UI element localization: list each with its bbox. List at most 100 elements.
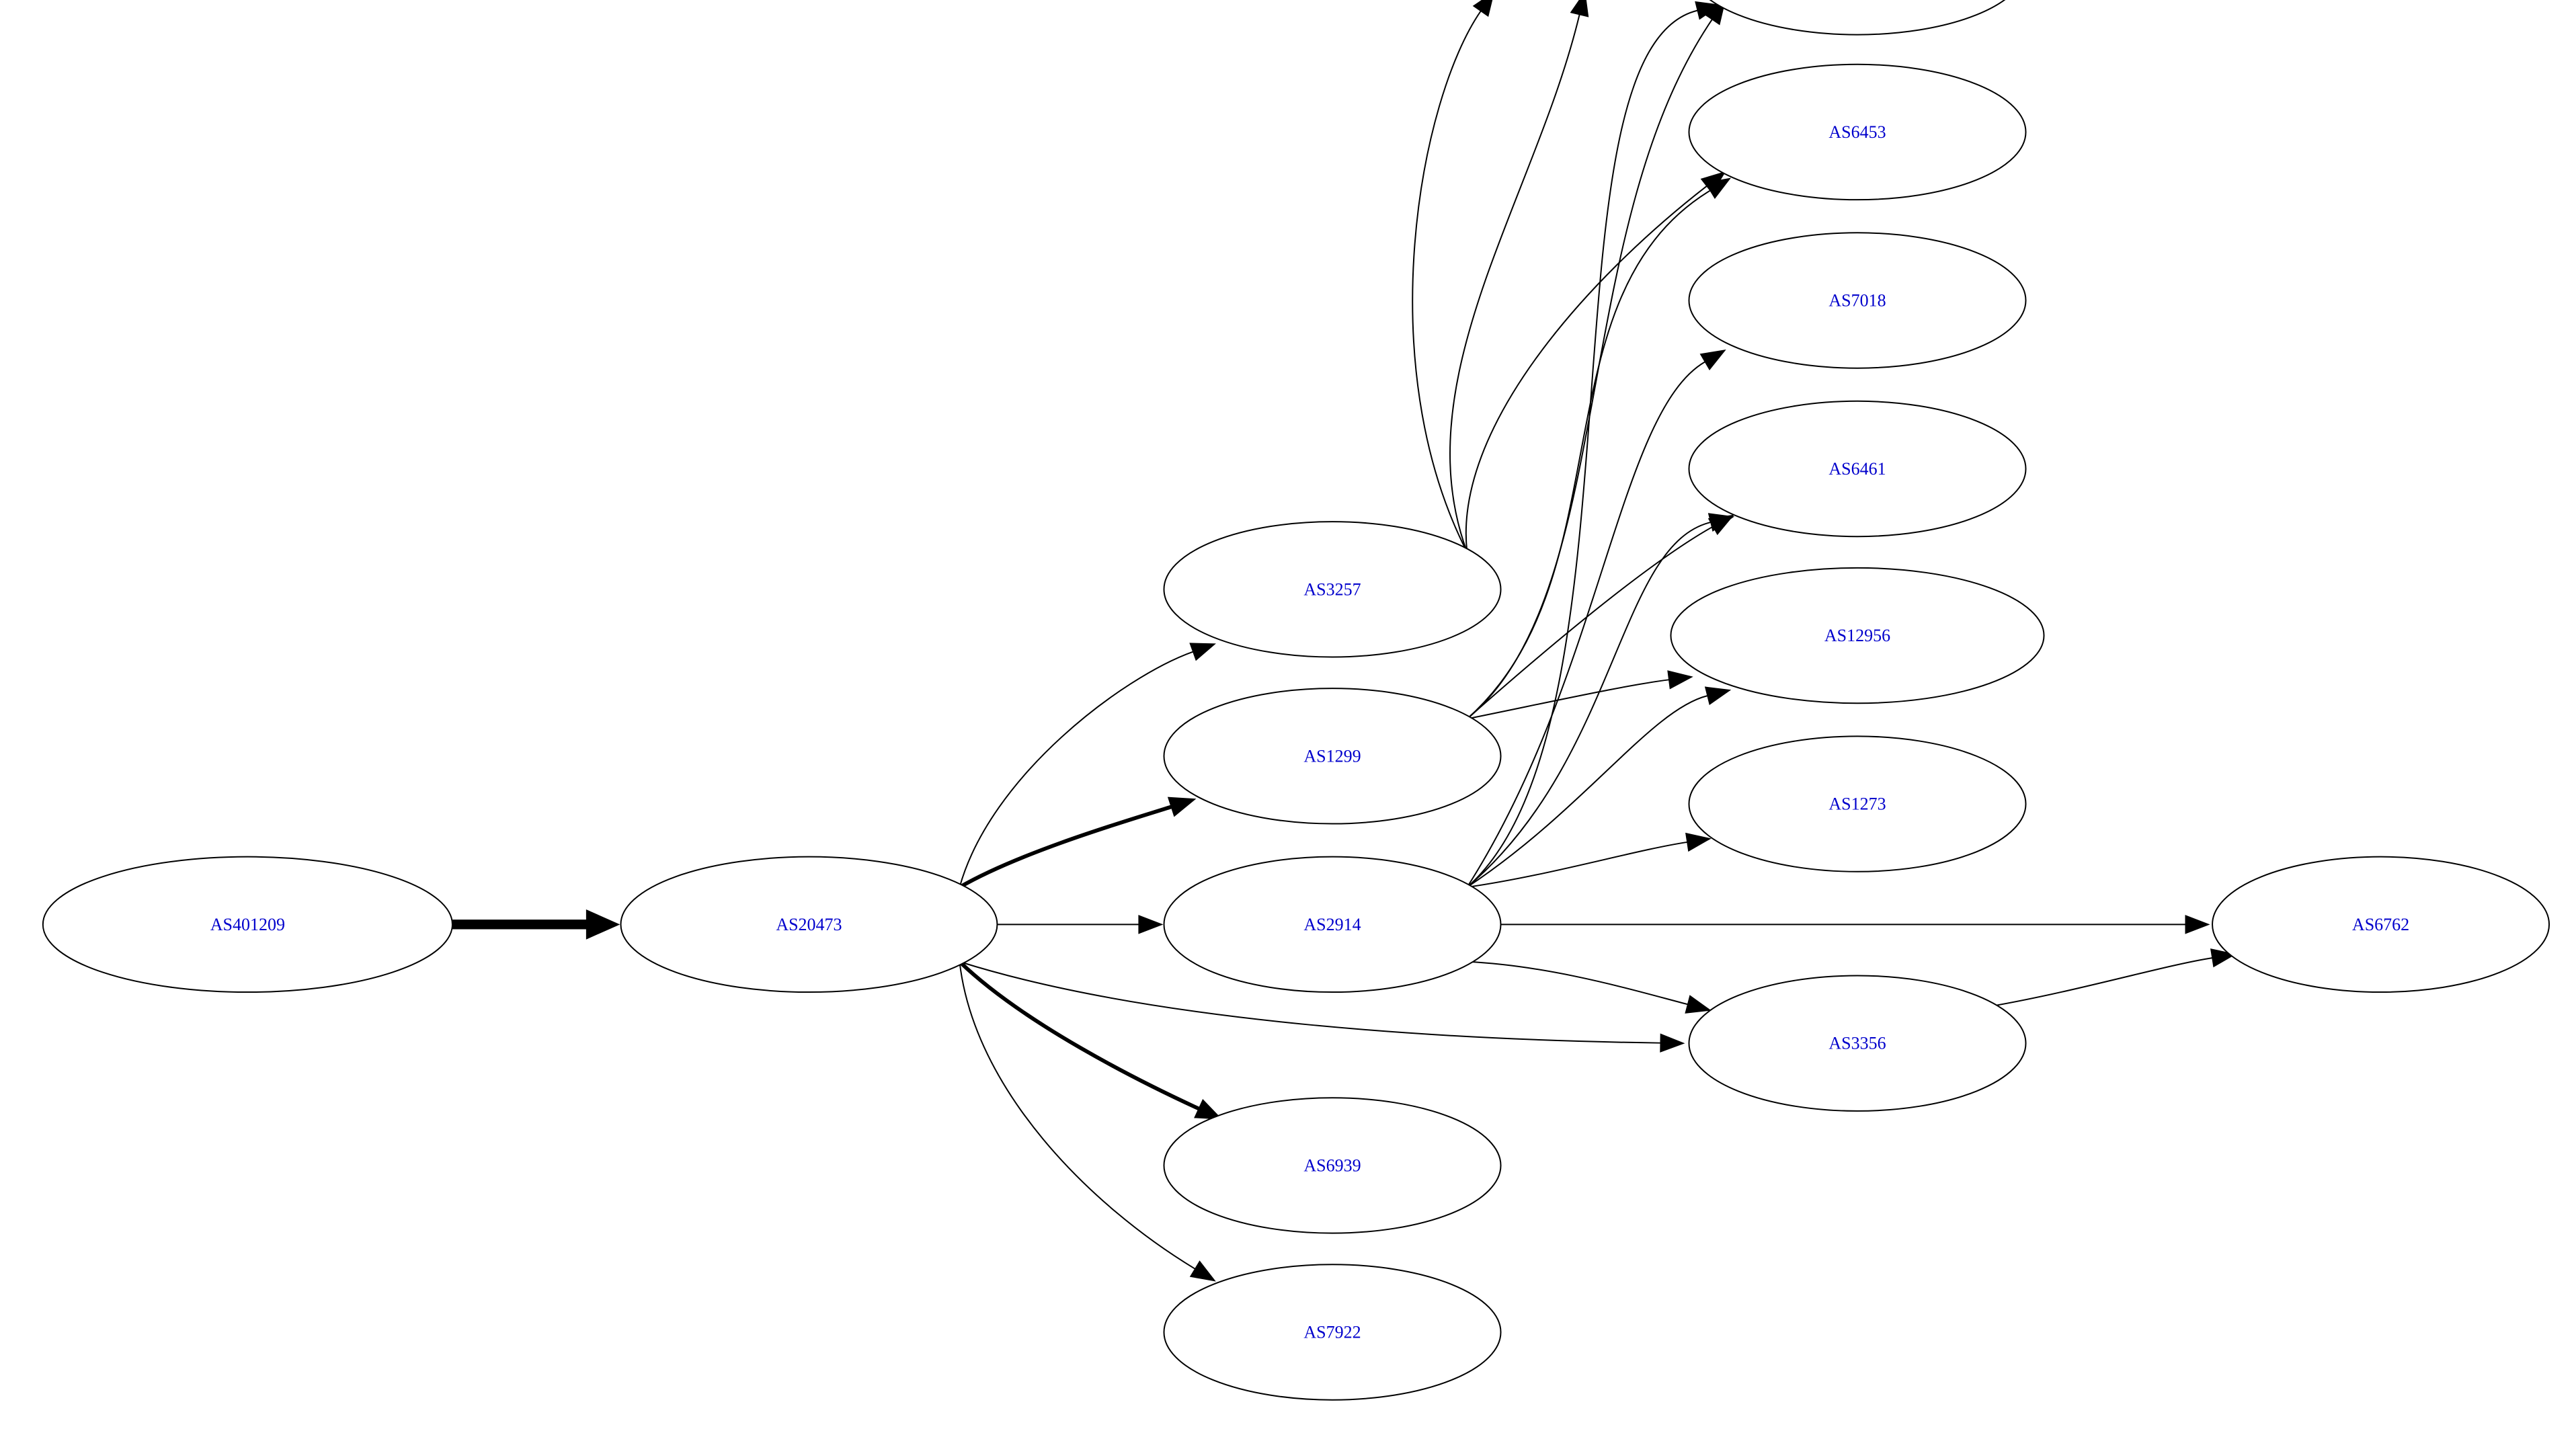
node-ellipse — [1163, 521, 1502, 658]
node-as6461[interactable]: AS6461 — [1688, 400, 2027, 538]
node-label: AS20473 — [776, 915, 842, 934]
node-as401209[interactable]: AS401209 — [42, 856, 453, 993]
arrowhead-icon — [1685, 832, 1712, 852]
arrowhead-icon — [1167, 797, 1197, 817]
arrowhead-icon — [1699, 349, 1726, 370]
edge-line — [1466, 526, 1714, 720]
node-as20473[interactable]: AS20473 — [620, 856, 998, 993]
node-as12956[interactable]: AS12956 — [1670, 567, 2045, 704]
node-as7018[interactable]: AS7018 — [1688, 232, 2027, 369]
edge-AS2914-AS6461 — [1466, 513, 1735, 888]
edge-line — [957, 959, 1201, 1111]
edge-AS3257-TOP_CUT — [1412, 0, 1493, 553]
node-as6453[interactable]: AS6453 — [1688, 63, 2027, 201]
edge-AS2914-AS12956 — [1466, 686, 1732, 888]
node-label: AS3257 — [1303, 579, 1361, 599]
arrowhead-icon — [1189, 643, 1216, 661]
node-ellipse — [1163, 688, 1502, 825]
arrowhead-icon — [1472, 0, 1493, 17]
node-label: AS7018 — [1828, 290, 1886, 310]
edge-line — [1991, 957, 2213, 1007]
arrowhead-icon — [1570, 0, 1589, 17]
edge-line — [1466, 9, 1699, 888]
arrowhead-icon — [1705, 177, 1732, 199]
node-as2914[interactable]: AS2914 — [1163, 856, 1502, 993]
node-label: AS3356 — [1828, 1034, 1886, 1053]
edge-line — [1466, 190, 1711, 720]
node-ellipse — [1670, 567, 2045, 704]
node-as6762[interactable]: AS6762 — [2212, 856, 2550, 993]
edge-AS20473-AS7922 — [959, 961, 1216, 1282]
arrowhead-icon — [586, 909, 620, 940]
edge-line — [1466, 695, 1708, 888]
node-ellipse — [1709, 0, 2006, 36]
node-label: AS1299 — [1303, 746, 1361, 766]
node-label: AS6453 — [1828, 122, 1886, 142]
node-ellipse — [620, 856, 998, 993]
arrowhead-icon — [1667, 670, 1693, 690]
node-label: AS2914 — [1303, 915, 1361, 934]
node-ellipse — [1163, 856, 1502, 993]
edge-line — [1466, 522, 1712, 888]
edge-AS20473-AS3257 — [959, 643, 1216, 888]
arrowhead-icon — [1685, 995, 1712, 1014]
node-ellipse — [1688, 63, 2027, 201]
node-ellipse — [1688, 975, 2027, 1112]
arrowhead-icon — [2185, 915, 2210, 934]
edge-line — [1466, 679, 1670, 720]
edge-AS2914-AS6762 — [1466, 915, 2210, 934]
edge-line — [959, 961, 1661, 1044]
edge-AS2914-AS1273 — [1466, 832, 1712, 888]
edge-line — [959, 961, 1196, 1270]
node-cut-off-top[interactable] — [1689, 0, 2025, 36]
edge-line — [957, 805, 1174, 889]
node-label: AS6762 — [2352, 915, 2409, 934]
node-ellipse — [42, 856, 453, 993]
node-as6939[interactable]: AS6939 — [1163, 1097, 1502, 1234]
edge-line — [1449, 13, 1580, 553]
node-as1273[interactable]: AS1273 — [1688, 735, 2027, 872]
edge-AS3257-TOP_CUT — [1449, 0, 1589, 553]
node-as3257[interactable]: AS3257 — [1163, 521, 1502, 658]
node-ellipse — [2212, 856, 2550, 993]
arrowhead-icon — [1660, 1033, 1685, 1053]
arrowhead-icon — [1194, 1098, 1223, 1120]
node-as7922[interactable]: AS7922 — [1163, 1264, 1502, 1401]
edges-layer — [406, 0, 2237, 1282]
edge-AS2914-AS7018 — [1466, 349, 1726, 888]
arrowhead-icon — [1138, 915, 1164, 934]
node-label: AS1273 — [1828, 794, 1886, 814]
edge-line — [1465, 185, 1707, 553]
node-ellipse — [1688, 735, 2027, 872]
edge-line — [1466, 361, 1706, 888]
node-ellipse — [1688, 400, 2027, 538]
arrowhead-icon — [1704, 686, 1732, 706]
node-ellipse — [1163, 1264, 1502, 1401]
edge-line — [1466, 961, 1689, 1006]
edge-AS1299-AS12956 — [1466, 670, 1693, 720]
node-ellipse — [1688, 232, 2027, 369]
node-as1299[interactable]: AS1299 — [1163, 688, 1502, 825]
node-label: AS401209 — [210, 915, 285, 934]
edge-AS2914-AS3356 — [1466, 961, 1712, 1014]
arrowhead-icon — [1189, 1260, 1216, 1282]
node-label: AS6461 — [1828, 459, 1886, 479]
edge-AS1299-AS6453 — [1466, 177, 1732, 720]
node-label: AS7922 — [1303, 1322, 1361, 1342]
edge-AS20473-AS6939 — [957, 959, 1223, 1120]
node-ellipse — [1163, 1097, 1502, 1234]
arrowhead-icon — [1695, 1, 1722, 20]
node-as3356[interactable]: AS3356 — [1688, 975, 2027, 1112]
edge-AS2914-TOP_CUT — [1466, 1, 1722, 888]
arrowhead-icon — [1707, 513, 1735, 532]
node-label: AS12956 — [1824, 626, 1890, 645]
edge-AS20473-AS1299 — [957, 797, 1197, 889]
edge-AS20473-AS3356 — [959, 961, 1685, 1053]
node-label: AS6939 — [1303, 1155, 1361, 1175]
edge-line — [1412, 10, 1482, 553]
edge-line — [1466, 841, 1688, 888]
edge-line — [959, 651, 1194, 888]
edge-AS3356-AS6762 — [1991, 948, 2237, 1007]
